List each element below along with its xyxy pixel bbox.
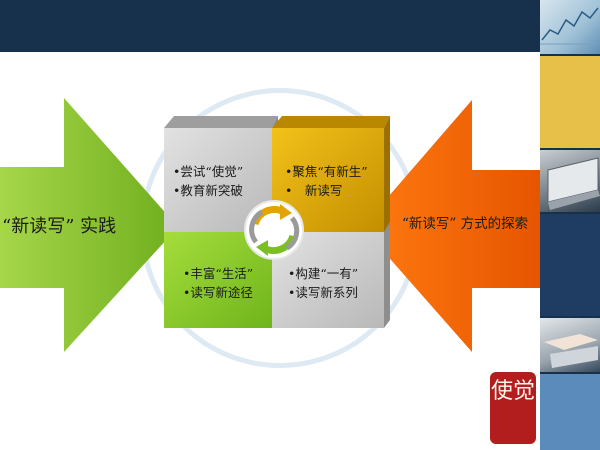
quadrant-top-right-text: •聚焦“有新生” • 新读写: [285, 162, 368, 200]
quadrant-line: •读写新途径: [183, 285, 253, 300]
quadrant-line: •尝试“使觉”: [173, 164, 244, 179]
left-arrow-shape: [0, 98, 178, 352]
navy-panel: [540, 214, 600, 316]
left-arrow-label: “新读写” 实践: [2, 216, 117, 237]
quadrant-line: •读写新系列: [288, 285, 358, 300]
cycle-arrows-icon: [244, 200, 304, 260]
quadrant-line: • 新读写: [285, 183, 343, 198]
right-arrow-label: “新读写” 方式的探索: [402, 216, 529, 232]
right-arrow-shape: [362, 100, 540, 352]
seal-text: 使觉: [490, 379, 535, 404]
quadrant-bottom-left-text: •丰富“生活” •读写新途径: [183, 264, 253, 302]
gold-panel: [540, 56, 600, 148]
quadrant-line: •构建“一有”: [288, 266, 359, 281]
quadrant-line: •聚焦“有新生”: [285, 164, 368, 179]
quadrant-bottom-right-text: •构建“一有” •读写新系列: [288, 264, 358, 302]
right-image-strip: [540, 0, 600, 450]
red-seal-stamp: 使觉: [490, 372, 536, 444]
blue-panel: [540, 374, 600, 450]
top-banner: [0, 0, 540, 52]
quadrant-line: •教育新突破: [173, 183, 243, 198]
laptop-photo-thumbnail: [540, 150, 600, 212]
quadrant-top-left-text: •尝试“使觉” •教育新突破: [173, 162, 243, 200]
hand-photo-thumbnail: [540, 318, 600, 372]
main-diagram: “新读写” 实践 “新读写” 方式的探索 •尝试“使觉” •教育新突破 •聚焦“…: [0, 52, 540, 450]
quadrant-line: •丰富“生活”: [183, 266, 254, 281]
chart-photo-thumbnail: [540, 0, 600, 54]
